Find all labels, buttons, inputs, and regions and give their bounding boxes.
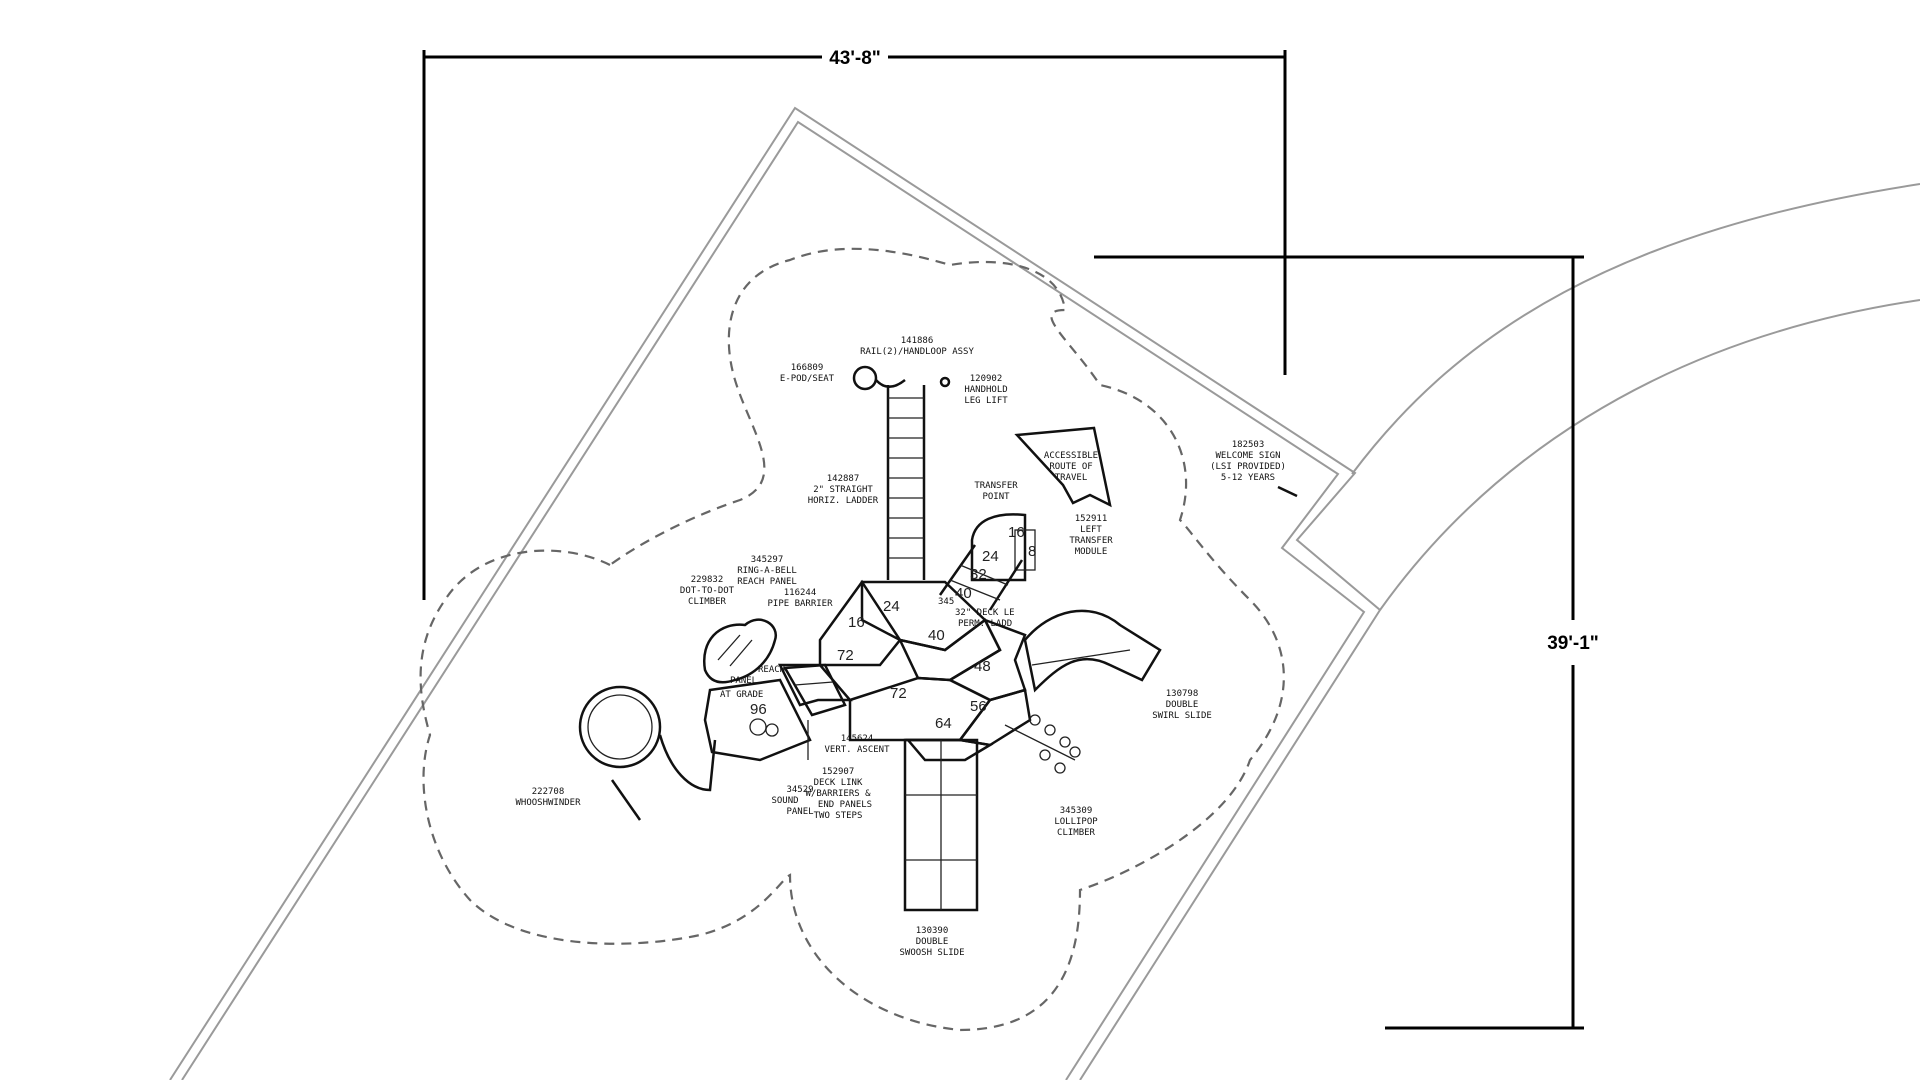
lollipop-climber — [1004, 714, 1081, 774]
deck-height: 72 — [890, 685, 907, 702]
use-zone-outline — [419, 247, 1285, 1032]
deck-height: 24 — [883, 598, 900, 615]
deck-height: 96 — [750, 701, 767, 718]
deck-height: 64 — [935, 715, 952, 732]
left-tower — [702, 618, 812, 762]
deck-link — [782, 663, 847, 717]
deck-height: 32 — [970, 566, 987, 583]
double-swirl-slide — [1023, 609, 1162, 693]
site-boundary — [169, 106, 1382, 1080]
walkway-arcs — [1351, 183, 1920, 611]
deck-height: 72 — [837, 647, 854, 664]
depth-dimension-label: 39'-1" — [1547, 633, 1599, 654]
deck-height: 56 — [970, 698, 987, 715]
accessible-route-arrow — [1014, 426, 1112, 508]
deck-height: 40 — [928, 627, 945, 644]
dimension-depth: 39'-1" — [1094, 255, 1599, 1030]
deck-height: 40 — [955, 585, 972, 602]
whooshwinder-slide — [578, 685, 717, 821]
double-swoosh-slide — [903, 738, 979, 912]
transfer-module — [938, 513, 1036, 611]
dimension-width: 43'-8" — [422, 48, 1287, 600]
horizontal-ladder — [852, 365, 951, 580]
deck-height: 24 — [982, 548, 999, 565]
deck-height: 48 — [974, 658, 991, 675]
deck-height: 8 — [1028, 543, 1036, 560]
width-dimension-label: 43'-8" — [829, 48, 881, 69]
deck-height: 16 — [848, 614, 865, 631]
welcome-sign-symbol — [1277, 485, 1298, 498]
deck-height: 16 — [1008, 524, 1025, 541]
deck-heights: 16 8 24 32 40 24 16 72 40 48 72 56 64 96 — [750, 524, 1036, 732]
